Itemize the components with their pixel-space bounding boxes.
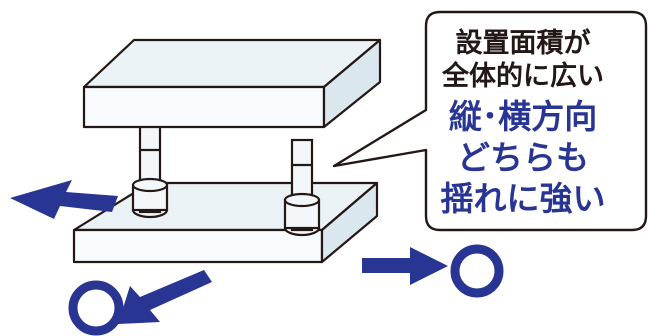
arrow-down-left-icon: [118, 270, 212, 324]
circle-ok-icon: [68, 280, 124, 336]
callout-line-5: 揺れに強い: [440, 179, 606, 218]
circle-ok-icon: [450, 244, 504, 298]
top-plate: [82, 38, 382, 129]
bottom-plate: [72, 181, 379, 264]
arrow-left-icon: [10, 180, 118, 219]
callout-line-1: 設置面積が: [455, 28, 591, 59]
column-rear-left: [131, 118, 169, 219]
callout-line-2: 全体的に広い: [442, 61, 604, 92]
arrow-right-icon: [362, 247, 448, 285]
column-rear-right: [283, 138, 321, 237]
callout-line-3: 縦･横方向: [448, 97, 598, 136]
callout-bubble: [332, 10, 648, 232]
callout-line-4: どちらも: [457, 138, 589, 177]
callout-text: 設置面積が 全体的に広い 縦･横方向 どちらも 揺れに強い: [412, 30, 634, 230]
